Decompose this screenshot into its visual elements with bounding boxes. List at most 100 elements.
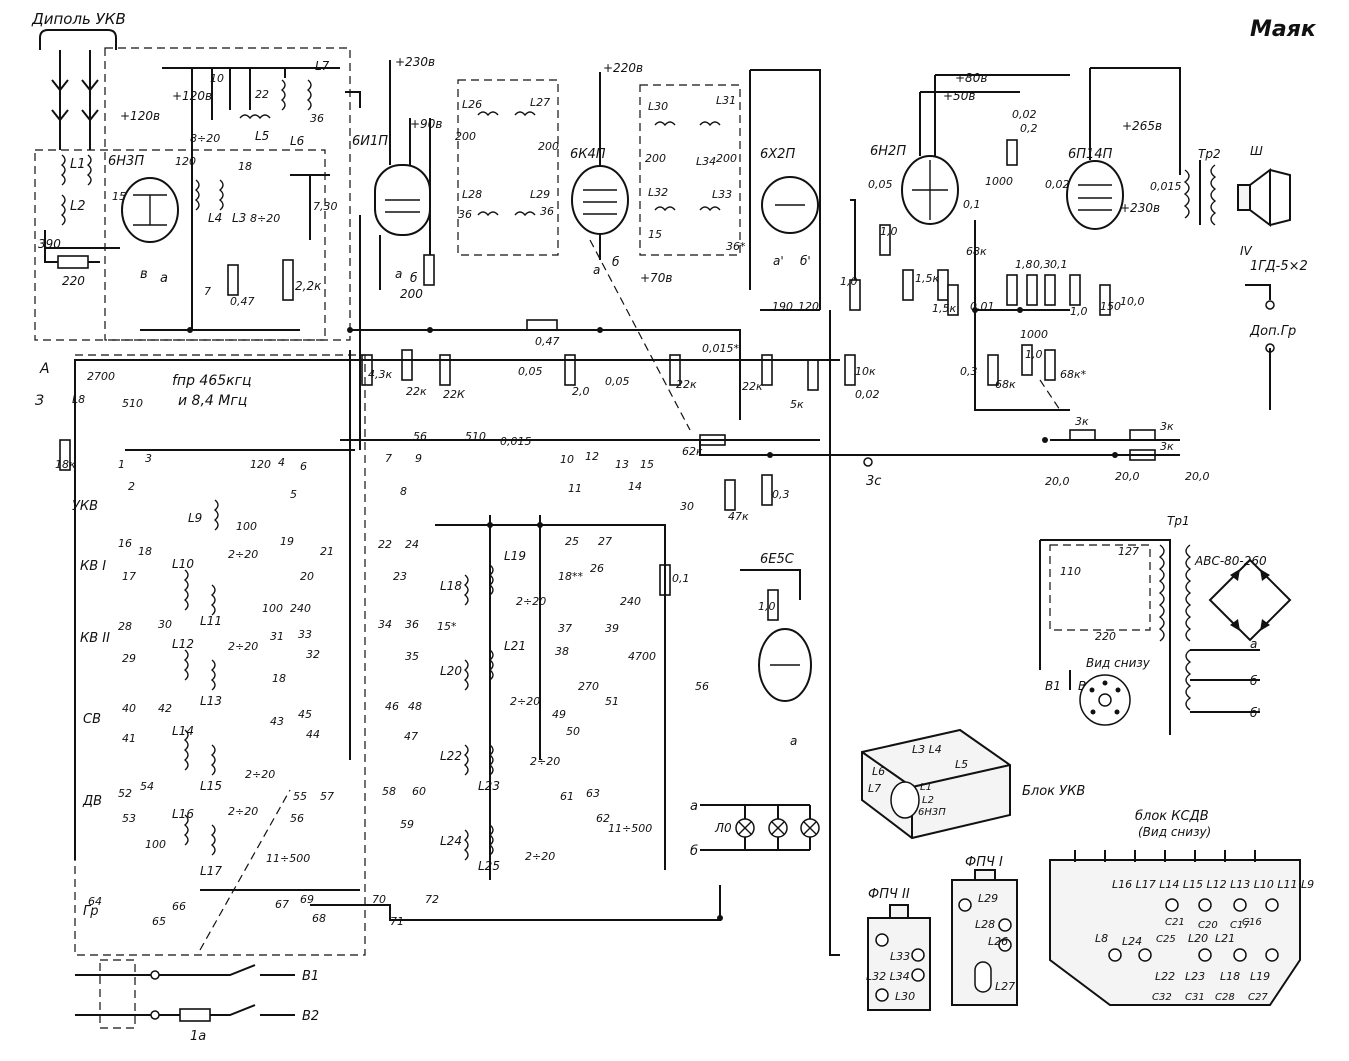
svg-text:36: 36 [310,112,324,125]
svg-text:0,47: 0,47 [230,295,255,308]
svg-text:L5: L5 [955,758,968,771]
svg-text:Блок УКВ: Блок УКВ [1022,784,1085,799]
svg-text:6: 6 [300,460,307,473]
svg-text:L33: L33 [890,950,910,963]
svg-text:25: 25 [565,535,579,548]
svg-text:45: 45 [298,708,312,721]
svg-text:L30: L30 [648,100,668,113]
fpch1-coils [477,111,536,217]
svg-text:0,05: 0,05 [605,375,630,388]
svg-text:36: 36 [540,205,554,218]
svg-text:L32: L32 [648,186,668,199]
svg-text:27: 27 [598,535,612,548]
svg-text:а: а [790,734,797,748]
svg-text:1,0: 1,0 [1025,348,1043,361]
svg-text:(Вид снизу): (Вид снизу) [1138,825,1211,839]
svg-text:30: 30 [158,618,172,631]
svg-text:а: а [395,267,402,281]
svg-text:4700: 4700 [628,650,656,663]
svg-text:240: 240 [620,595,641,608]
svg-text:110: 110 [1060,565,1081,578]
svg-text:fпр 465кгц: fпр 465кгц [172,373,251,389]
svg-text:IV: IV [1240,244,1253,258]
svg-text:6Н3П: 6Н3П [918,807,946,818]
band-switch-frame [74,354,366,956]
svg-text:24: 24 [405,538,419,551]
svg-text:L27: L27 [995,980,1015,993]
svg-text:+230в: +230в [1120,201,1160,215]
svg-text:0,3: 0,3 [772,488,790,501]
svg-text:1а: 1а [190,1029,206,1044]
svg-text:4: 4 [278,456,285,469]
speaker-icon [1237,168,1291,227]
svg-text:В1: В1 [1045,679,1061,693]
svg-text:L14: L14 [172,724,194,738]
svg-text:33: 33 [298,628,312,641]
svg-text:А: А [39,361,50,377]
svg-text:19: 19 [280,535,294,548]
dipole-label: Диполь УКВ [31,10,126,28]
svg-text:L11: L11 [200,614,222,628]
svg-text:68к: 68к [995,378,1016,391]
svg-text:L20: L20 [440,664,462,678]
svg-text:6К4П: 6К4П [570,147,606,162]
svg-text:0,1: 0,1 [1050,258,1068,271]
svg-text:C28: C28 [1215,992,1235,1003]
svg-text:120: 120 [250,458,271,471]
svg-text:22к: 22к [406,385,427,398]
fpch2-coils [654,121,721,212]
svg-text:5к: 5к [790,398,804,411]
svg-text:26: 26 [590,562,604,575]
svg-text:L32 L34: L32 L34 [866,970,910,983]
svg-text:б: б [690,844,698,859]
svg-text:L12: L12 [172,637,194,651]
svg-text:100: 100 [145,838,166,851]
svg-text:L26: L26 [988,935,1008,948]
svg-text:67: 67 [275,898,289,911]
band-coils-2 [463,564,494,861]
svg-text:20,0: 20,0 [1185,470,1210,483]
fpch2-frame [639,84,741,256]
svg-text:1,0: 1,0 [758,600,776,613]
svg-text:10: 10 [210,72,224,85]
svg-text:L6: L6 [290,134,305,148]
svg-text:20,0: 20,0 [1115,470,1140,483]
svg-text:42: 42 [158,702,172,715]
svg-text:б': б' [800,254,811,268]
svg-text:L3 L4: L3 L4 [912,743,942,756]
svg-text:18: 18 [238,160,252,173]
svg-text:L13: L13 [200,694,222,708]
svg-text:23: 23 [393,570,407,583]
tube-6p14p [1066,160,1124,230]
svg-text:66: 66 [172,900,186,913]
svg-text:C27: C27 [1248,992,1268,1003]
svg-text:L22: L22 [1155,970,1175,983]
svg-text:15: 15 [640,458,654,471]
svg-text:44: 44 [306,728,320,741]
svg-text:+70в: +70в [640,271,672,285]
svg-text:Ш: Ш [1250,144,1263,158]
svg-text:18к: 18к [55,458,76,471]
svg-text:120: 120 [798,300,819,313]
svg-text:54: 54 [140,780,154,793]
svg-text:1000: 1000 [1020,328,1048,341]
svg-text:10к: 10к [855,365,876,378]
svg-text:0,02: 0,02 [1012,108,1037,121]
svg-text:49: 49 [552,708,566,721]
svg-text:100: 100 [236,520,257,533]
svg-text:65: 65 [152,915,166,928]
audio-resistors [879,139,1111,386]
svg-text:C32: C32 [1152,992,1172,1003]
svg-text:а: а [690,799,698,814]
svg-text:220: 220 [1095,630,1116,643]
svg-text:L34: L34 [696,155,716,168]
svg-text:2÷20: 2÷20 [516,595,546,608]
svg-text:L9: L9 [188,511,202,525]
svg-text:2÷20: 2÷20 [510,695,540,708]
svg-text:30: 30 [680,500,694,513]
svg-text:L19: L19 [1250,970,1270,983]
svg-text:1,5к: 1,5к [932,302,956,315]
svg-text:46: 46 [385,700,399,713]
svg-text:2÷20: 2÷20 [525,850,555,863]
svg-text:1,0: 1,0 [880,225,898,238]
